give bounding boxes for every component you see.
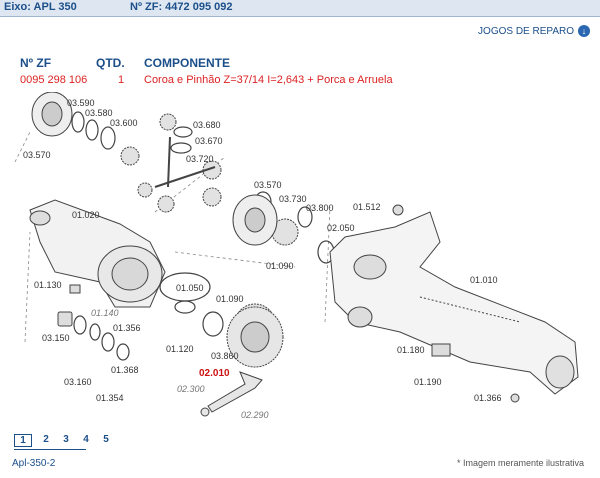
label-01180[interactable]: 01.180	[397, 345, 425, 355]
label-01140[interactable]: 01.140	[91, 308, 119, 318]
axle-model: Eixo: APL 350	[4, 1, 77, 13]
label-01190[interactable]: 01.190	[414, 377, 442, 387]
page-2[interactable]: 2	[43, 434, 49, 445]
label-01120[interactable]: 01.120	[166, 344, 194, 354]
label-03590[interactable]: 03.590	[67, 98, 95, 108]
axle-carrier-right	[329, 211, 579, 395]
diff-housing	[232, 194, 278, 246]
label-01512[interactable]: 01.512	[353, 202, 381, 212]
label-01020[interactable]: 01.020	[72, 210, 100, 220]
label-03580[interactable]: 03.580	[85, 108, 113, 118]
diagram-reference: Apl-350-2	[12, 458, 56, 469]
exploded-diagram: 03.590 03.580 03.600 03.570 03.680 03.67…	[14, 92, 579, 420]
repair-kits-link[interactable]: JOGOS DE REPARO ↓	[478, 25, 590, 37]
row-componente[interactable]: Coroa e Pinhão Z=37/14 I=2,643 + Porca e…	[144, 74, 393, 86]
label-03670[interactable]: 03.670	[195, 136, 223, 146]
label-03730[interactable]: 03.730	[279, 194, 307, 204]
label-02300[interactable]: 02.300	[177, 384, 205, 394]
page-3[interactable]: 3	[63, 434, 69, 445]
col-componente: COMPONENTE	[144, 56, 231, 70]
label-01090-a[interactable]: 01.090	[266, 261, 294, 271]
illustrative-note: * Imagem meramente ilustrativa	[456, 458, 584, 468]
axle-housing-left	[29, 199, 166, 308]
label-03720[interactable]: 03.720	[186, 154, 214, 164]
row-zf[interactable]: 0095 298 106	[20, 74, 88, 86]
repair-kits-label: JOGOS DE REPARO	[478, 25, 574, 37]
label-03600[interactable]: 03.600	[110, 118, 138, 128]
label-02290[interactable]: 02.290	[241, 410, 269, 420]
download-icon: ↓	[578, 25, 590, 37]
label-01090-b[interactable]: 01.090	[216, 294, 244, 304]
label-01368[interactable]: 01.368	[111, 365, 139, 375]
label-01050[interactable]: 01.050	[176, 283, 204, 293]
label-03160[interactable]: 03.160	[64, 377, 92, 387]
label-03150[interactable]: 03.150	[42, 333, 70, 343]
label-02050[interactable]: 02.050	[327, 223, 355, 233]
label-01354[interactable]: 01.354	[96, 393, 124, 403]
label-03570-a[interactable]: 03.570	[23, 150, 51, 160]
label-03570-b[interactable]: 03.570	[254, 180, 282, 190]
label-01130[interactable]: 01.130	[34, 280, 62, 290]
pinion-gear	[200, 371, 263, 417]
label-01366[interactable]: 01.366	[474, 393, 502, 403]
diff-cover	[31, 92, 73, 137]
crown-gear	[226, 306, 284, 368]
col-zf: Nº ZF	[20, 56, 52, 70]
page-1[interactable]: 1	[14, 434, 32, 447]
label-03860[interactable]: 03.860	[211, 351, 239, 361]
label-03800[interactable]: 03.800	[306, 203, 334, 213]
page-navigation: 1 2 3 4 5	[14, 434, 112, 450]
label-03680[interactable]: 03.680	[193, 120, 221, 130]
page-4[interactable]: 4	[83, 434, 89, 445]
top-bar: Eixo: APL 350 Nº ZF: 4472 095 092	[0, 0, 600, 17]
col-qtd: QTD.	[96, 56, 125, 70]
page-5[interactable]: 5	[103, 434, 109, 445]
row-qtd: 1	[118, 74, 125, 86]
label-01010[interactable]: 01.010	[470, 275, 498, 285]
label-01356[interactable]: 01.356	[113, 323, 141, 333]
pager-underline	[14, 449, 86, 450]
label-02010-highlight[interactable]: 02.010	[199, 368, 230, 379]
zf-number: Nº ZF: 4472 095 092	[130, 1, 233, 13]
